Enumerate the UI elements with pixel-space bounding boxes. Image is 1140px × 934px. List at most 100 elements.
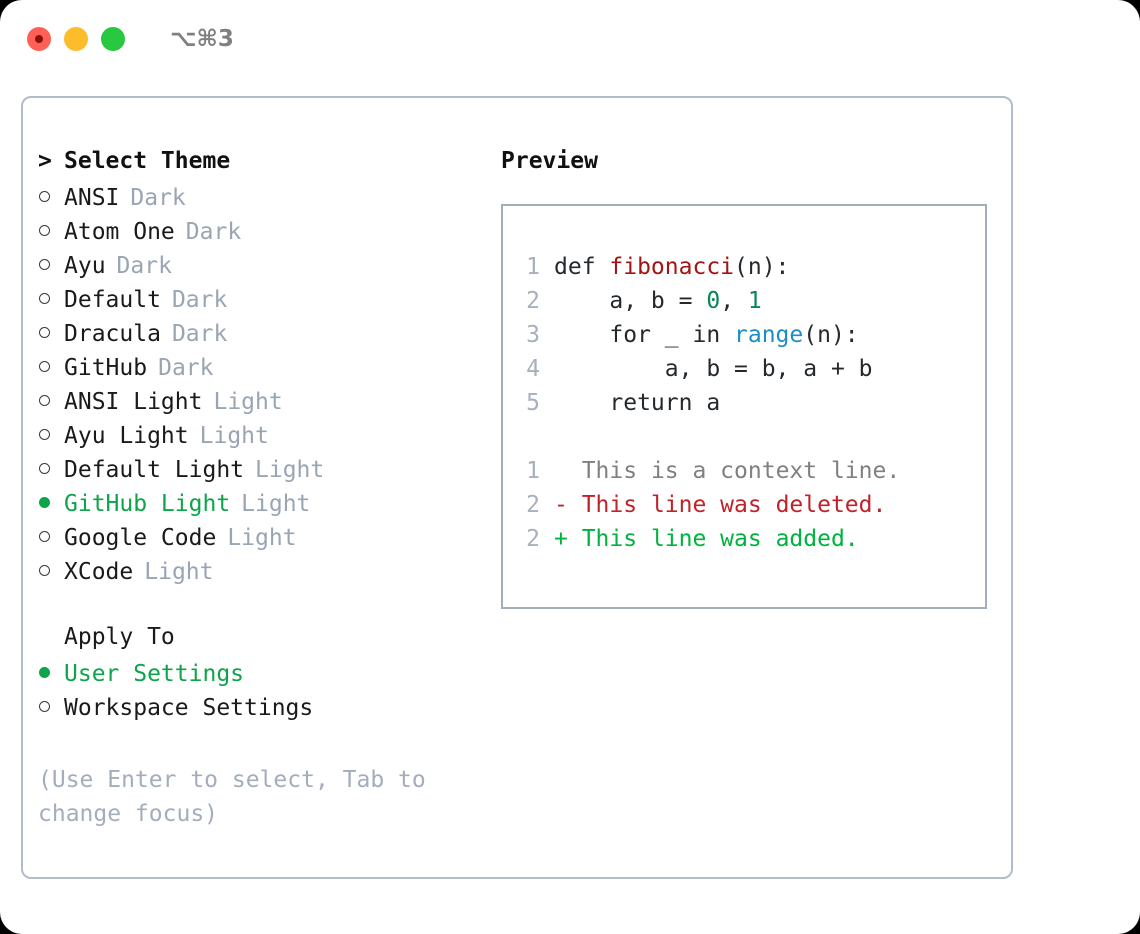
diff-line-number: 2 [526,492,540,518]
theme-option-label: Ayu [64,253,106,279]
preview-column: Preview [501,148,1001,174]
radio-unselected-icon[interactable] [38,318,64,341]
code-line: 5 return a [514,390,979,424]
theme-option-variant-tag: Dark [171,321,228,347]
theme-option-default-light[interactable]: Default Light Light [38,454,478,488]
theme-option-label: Default Light [64,457,245,483]
theme-option-label: Ayu Light [64,423,189,449]
theme-option-label: Atom One [64,219,175,245]
theme-option-variant-tag: Dark [130,185,186,211]
radio-unselected-icon[interactable] [38,386,64,409]
theme-option-variant-tag: Light [227,525,297,551]
code-token: (n): [803,322,859,348]
radio-selected-icon[interactable] [38,658,64,681]
code-line-number: 2 [526,288,540,314]
code-token: a, b = [554,288,707,314]
select-theme-heading-label: Select Theme [64,148,231,174]
radio-unselected-icon[interactable] [38,182,64,205]
diff-text: This line was deleted. [567,492,887,518]
radio-unselected-icon[interactable] [38,284,64,307]
code-token: (n): [734,254,790,280]
theme-option-ansi-light[interactable]: ANSI Light Light [38,386,478,420]
theme-option-ayu[interactable]: Ayu Dark [38,250,478,284]
diff-sign: + [554,526,568,552]
theme-option-ansi[interactable]: ANSI Dark [38,182,478,216]
theme-option-label: XCode [64,559,134,585]
apply-to-heading: Apply To [38,624,478,658]
diff-sample: 1 This is a context line.2- This line wa… [514,458,979,560]
theme-option-variant-tag: Dark [185,219,242,245]
theme-option-label: Google Code [64,525,217,551]
radio-unselected-icon[interactable] [38,454,64,477]
theme-option-label: GitHub Light [64,491,231,517]
diff-sign: - [554,492,568,518]
theme-option-google-code[interactable]: Google Code Light [38,522,478,556]
radio-unselected-icon[interactable] [38,216,64,239]
code-gap [514,424,979,458]
code-line-number: 4 [526,356,540,382]
radio-unselected-icon[interactable] [38,522,64,545]
close-button[interactable] [27,27,51,51]
radio-unselected-icon[interactable] [38,692,64,715]
theme-option-xcode[interactable]: XCode Light [38,556,478,590]
code-token: a, b = b, a + b [554,356,873,382]
code-token: , [720,288,748,314]
radio-unselected-icon[interactable] [38,556,64,579]
minimize-button[interactable] [64,27,88,51]
radio-selected-icon[interactable] [38,488,64,511]
apply-to-option-label: Workspace Settings [64,695,314,721]
spacer [38,590,478,624]
theme-option-label: Dracula [64,321,161,347]
theme-option-atom-one[interactable]: Atom One Dark [38,216,478,250]
diff-sign [554,458,568,484]
diff-line-number: 1 [526,458,540,484]
prompt-caret-icon: > [38,148,52,174]
code-token: 1 [747,288,762,314]
theme-option-variant-tag: Light [255,457,325,483]
diff-text: This is a context line. [567,458,901,484]
theme-option-dracula[interactable]: Dracula Dark [38,318,478,352]
theme-option-label: ANSI [64,185,120,211]
code-line-number: 5 [526,390,540,416]
theme-option-label: Default [64,287,161,313]
maximize-button[interactable] [101,27,125,51]
code-line: 3 for _ in range(n): [514,322,979,356]
code-line-number: 1 [526,254,540,280]
theme-option-label: ANSI Light [64,389,203,415]
theme-option-variant-tag: Dark [158,355,214,381]
theme-option-variant-tag: Light [213,389,283,415]
code-token: return a [554,390,721,416]
title-bar: ⌥⌘3 [0,0,1140,78]
theme-option-variant-tag: Light [144,559,214,585]
apply-to-option-user-settings[interactable]: User Settings [38,658,478,692]
radio-unselected-icon[interactable] [38,250,64,273]
code-token: 0 [706,288,721,314]
code-token: def [554,254,610,280]
diff-line-ctx: 1 This is a context line. [514,458,979,492]
apply-to-option-label: User Settings [64,661,245,687]
traffic-lights [27,27,125,51]
theme-option-variant-tag: Dark [116,253,172,279]
code-token: range [734,322,804,348]
radio-unselected-icon[interactable] [38,420,64,443]
diff-text: This line was added. [567,526,859,552]
diff-line-number: 2 [526,526,540,552]
code-line: 2 a, b = 0, 1 [514,288,979,322]
code-token: for _ in [554,322,735,348]
select-theme-heading: > Select Theme [38,148,478,182]
radio-unselected-icon[interactable] [38,352,64,375]
preview-title: Preview [501,148,598,174]
apply-to-option-workspace-settings[interactable]: Workspace Settings [38,692,478,726]
